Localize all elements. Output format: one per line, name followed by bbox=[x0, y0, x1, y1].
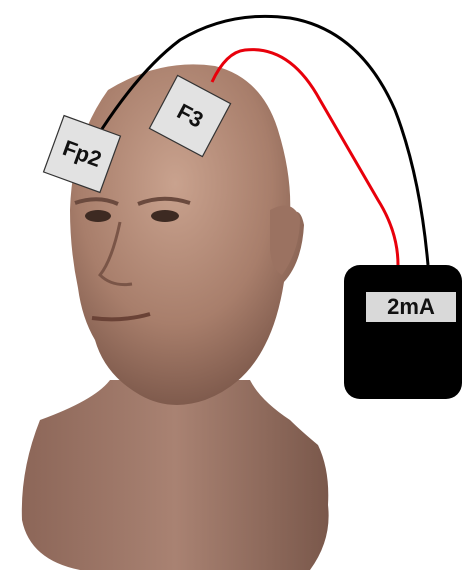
right-eye bbox=[151, 210, 179, 222]
stimulator-box bbox=[344, 265, 462, 399]
current-label: 2mA bbox=[366, 292, 456, 322]
left-eye bbox=[85, 210, 111, 222]
ear bbox=[270, 206, 300, 276]
shoulders bbox=[22, 380, 329, 570]
